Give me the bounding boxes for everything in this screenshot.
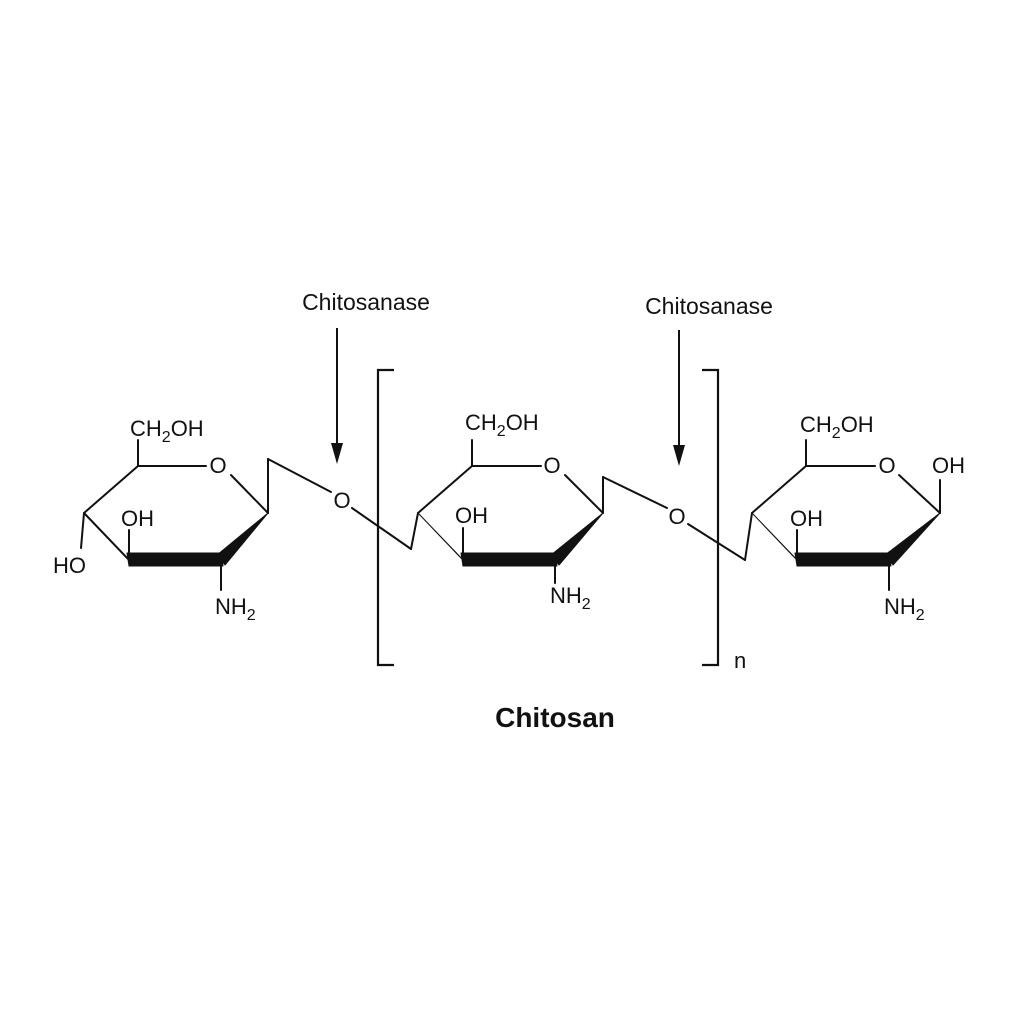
cleavage-arrowhead-right — [673, 445, 685, 466]
diagram-title: Chitosan — [495, 702, 615, 733]
ring1-nh2-label: NH2 — [215, 594, 256, 624]
ring2-bond-o5-c1 — [564, 474, 604, 514]
ring2-bond-glycosidic-left — [351, 507, 412, 550]
ring1-bond-c5-c4 — [83, 465, 139, 514]
ring3-wedge-c3-c2 — [794, 552, 892, 567]
glucosamine-ring-3 — [687, 439, 941, 591]
ring3-ch2oh-label: CH2OH — [800, 412, 874, 442]
ring2-c3-oh-label: OH — [455, 503, 488, 528]
ring3-bond-o5-c1 — [898, 474, 941, 514]
glucosamine-ring-2 — [351, 439, 668, 584]
ring3-nh2-label: NH2 — [884, 594, 925, 624]
cleavage-arrowhead-left — [331, 443, 343, 464]
ring1-ring-oxygen: O — [209, 453, 226, 478]
ring1-wedge-c2-c1 — [216, 512, 269, 566]
ring3-wedge-c2-c1 — [884, 512, 941, 566]
ring2-bond-c5-c4 — [417, 465, 473, 514]
repeat-subscript: n — [734, 648, 746, 673]
glycosidic-oxygen-right: O — [668, 504, 685, 529]
ring1-c3-oh-label: OH — [121, 506, 154, 531]
ring3-ring-oxygen: O — [878, 453, 895, 478]
ring3-bond-c4-link — [744, 512, 753, 561]
repeat-bracket-left — [376, 368, 394, 667]
ring1-wedge-c3-c2 — [126, 552, 224, 567]
glycosidic-oxygen-left: O — [333, 488, 350, 513]
glucosamine-ring-1 — [80, 439, 332, 591]
ring2-ch2oh-label: CH2OH — [465, 410, 539, 440]
ring2-wedge-c3-c2 — [460, 552, 558, 567]
ring1-bond-o5-c1 — [230, 474, 269, 514]
ring2-bond-c4-link — [410, 512, 419, 550]
ring2-wedge-c2-c1 — [550, 512, 604, 566]
ring1-ch2oh-label: CH2OH — [130, 416, 204, 446]
ring2-bond-to-glycosidic-o — [602, 476, 668, 509]
ring1-bond-c4-ho — [80, 512, 85, 549]
ring3-anomeric-oh-label: OH — [932, 453, 965, 478]
ring1-bond-to-glycosidic-o — [267, 458, 332, 493]
ring3-bond-glycosidic-left — [687, 523, 746, 561]
ring3-bond-c5-c4 — [751, 465, 807, 514]
ring1-c4-ho-label: HO — [53, 553, 86, 578]
enzyme-label-right: Chitosanase — [645, 293, 773, 319]
enzyme-label-left: Chitosanase — [302, 289, 430, 315]
ring2-ring-oxygen: O — [543, 453, 560, 478]
ring3-c3-oh-label: OH — [790, 506, 823, 531]
repeat-bracket-right — [702, 368, 720, 667]
ring2-nh2-label: NH2 — [550, 583, 591, 613]
